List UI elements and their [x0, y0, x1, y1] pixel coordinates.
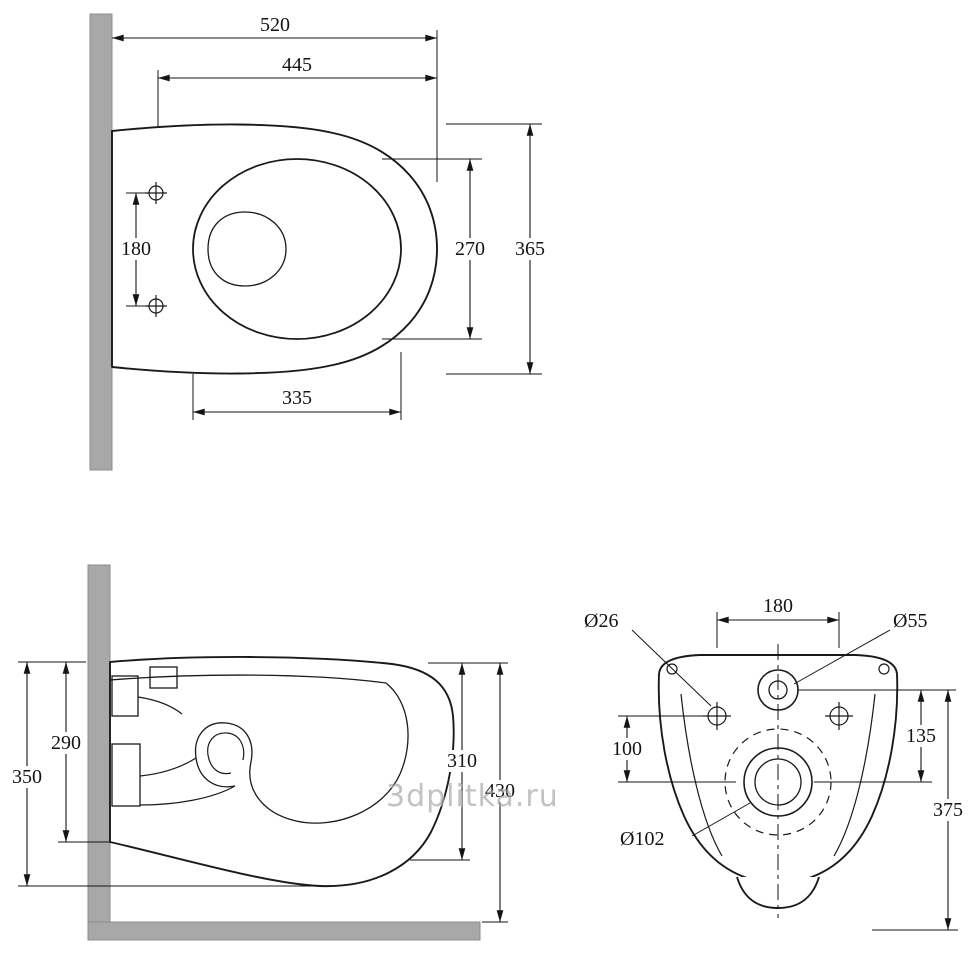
dim-180-top: 180 — [116, 192, 156, 307]
dim-180-rear: 180 — [716, 595, 840, 648]
dim-290: 290 — [46, 662, 110, 843]
dim-label-290: 290 — [51, 732, 81, 754]
seat-inner-rim — [192, 158, 402, 340]
outlet-pipe-top-line — [139, 757, 197, 777]
dim-label-350: 350 — [12, 766, 42, 788]
dim-135: 135 — [798, 689, 956, 783]
floor-section — [87, 921, 481, 941]
mounting-hole-rear-right — [825, 702, 853, 730]
outlet-pipe-bottom-line — [139, 785, 236, 806]
bowl-outline-top — [111, 123, 438, 375]
dim-label-335: 335 — [282, 387, 312, 409]
dim-270: 270 — [382, 158, 490, 340]
top-view: 520 445 180 270 365 — [89, 13, 550, 471]
side-view: 350 290 310 430 — [7, 564, 520, 941]
dim-335: 335 — [192, 352, 402, 420]
dim-375: 375 — [872, 690, 968, 931]
dim-label-310: 310 — [447, 750, 477, 772]
corner-screw-left — [666, 663, 678, 675]
dim-label-520: 520 — [260, 14, 290, 36]
wall-section-side-view — [87, 564, 111, 941]
dim-350: 350 — [7, 661, 322, 887]
corner-screw-right — [878, 663, 890, 675]
dim-label-375: 375 — [933, 799, 963, 821]
trap-inner-line — [207, 732, 245, 775]
dim-label-d26: Ø26 — [584, 610, 618, 632]
label-diameter-26: Ø26 — [584, 610, 712, 707]
dim-520: 520 — [112, 14, 438, 182]
mounting-hole-rear-left — [703, 702, 731, 730]
mounting-hole-top-lower — [145, 295, 167, 317]
dim-label-d102: Ø102 — [620, 828, 664, 850]
rear-inner-contour-left — [680, 693, 723, 857]
inlet-channel-line — [137, 696, 183, 715]
dim-label-d55: Ø55 — [893, 610, 927, 632]
dim-365: 365 — [446, 123, 550, 375]
dim-label-430: 430 — [485, 780, 515, 802]
dim-label-100: 100 — [612, 738, 642, 760]
dim-445: 445 — [157, 54, 437, 126]
dim-310: 310 — [410, 662, 508, 861]
wall-section-top-view — [89, 13, 113, 471]
rear-inner-contour-right — [833, 693, 876, 857]
rear-view: 180 Ø26 Ø55 100 135 375 — [584, 595, 968, 931]
wall-connector-upper — [111, 675, 139, 717]
toilet-profile-outline — [109, 656, 455, 887]
sump-outline — [207, 211, 287, 287]
label-diameter-102: Ø102 — [620, 802, 751, 850]
mounting-hole-top-upper — [145, 182, 167, 204]
dim-100: 100 — [607, 715, 736, 783]
label-diameter-55: Ø55 — [793, 610, 927, 685]
dim-label-135: 135 — [906, 725, 936, 747]
dim-label-180-rear: 180 — [763, 595, 793, 617]
dim-430: 430 — [480, 663, 520, 923]
rim-detail-rect — [149, 666, 178, 689]
rim-inner-line — [109, 674, 387, 684]
dim-label-445: 445 — [282, 54, 312, 76]
bowl-trap-line — [194, 682, 409, 824]
dim-label-365: 365 — [515, 238, 545, 260]
dim-label-180-top: 180 — [121, 238, 151, 260]
wall-connector-drain — [111, 743, 141, 807]
dim-label-270: 270 — [455, 238, 485, 260]
